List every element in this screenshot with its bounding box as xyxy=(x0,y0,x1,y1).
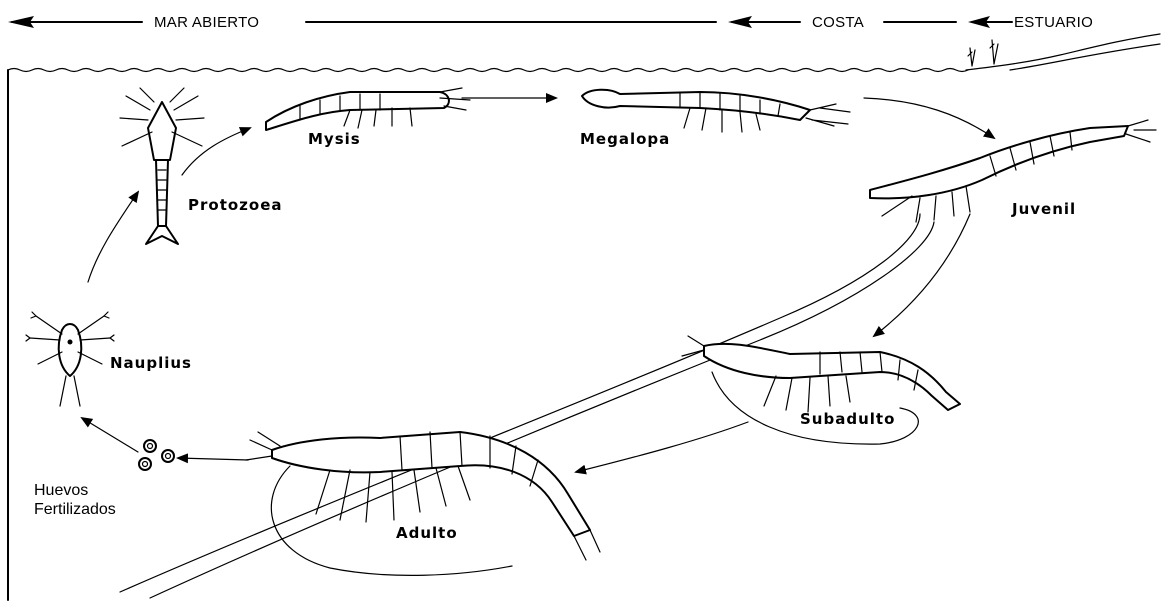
arrow-eggs-to-nauplius xyxy=(82,418,138,452)
subadult-shrimp: Subadulto xyxy=(682,336,960,444)
cycle-arrows xyxy=(82,98,994,598)
stage-label-nauplius: Nauplius xyxy=(110,354,192,372)
subadult-burrow xyxy=(712,372,918,444)
nauplius-icon xyxy=(26,312,114,406)
arrow-adulto-to-eggs xyxy=(178,458,248,460)
egg-icon xyxy=(139,440,174,470)
stage-label-megalopa: Megalopa xyxy=(580,130,670,148)
zone-open-sea-label: MAR ABIERTO xyxy=(154,14,259,31)
zone-header: MAR ABIERTO COSTA ESTUARIO xyxy=(8,14,1093,31)
arrow-juvenil-to-subadulto xyxy=(874,214,970,336)
adult-burrow xyxy=(271,466,512,575)
zone-coast-label: COSTA xyxy=(812,14,864,31)
stage-label-protozoea: Protozoea xyxy=(188,196,283,214)
shore-bank xyxy=(1010,44,1160,70)
sea-surface-line xyxy=(8,69,968,72)
protozoea-larva: Protozoea xyxy=(120,88,283,244)
arrow-subadulto-to-adulto xyxy=(576,422,748,472)
eggs-label-line1: Huevos xyxy=(34,482,88,499)
adult-shrimp: Adulto xyxy=(246,432,600,575)
stage-label-mysis: Mysis xyxy=(308,130,361,148)
migration-line-upper xyxy=(120,214,920,592)
eggs-label-line2: Fertilizados xyxy=(34,501,116,518)
mysis-larva: Mysis xyxy=(266,88,470,148)
stage-label-subadulto: Subadulto xyxy=(800,410,895,428)
juvenile-shrimp: Juvenil xyxy=(870,120,1156,222)
arrow-nauplius-to-protozoea xyxy=(88,192,138,282)
nauplius-larva: Nauplius xyxy=(26,312,192,406)
shoreline xyxy=(966,34,1160,70)
fertilized-eggs: Huevos Fertilizados xyxy=(34,440,174,518)
arrow-megalopa-to-juvenil xyxy=(864,98,994,138)
marsh-grass-icon xyxy=(968,40,998,66)
megalopa-icon xyxy=(582,90,850,132)
water-surface xyxy=(8,34,1160,600)
stage-label-juvenil: Juvenil xyxy=(1011,200,1076,218)
arrow-protozoea-to-mysis xyxy=(182,128,250,175)
subadult-icon xyxy=(682,336,960,412)
megalopa-larva: Megalopa xyxy=(580,90,850,148)
zone-estuary-label: ESTUARIO xyxy=(1014,14,1093,31)
stage-label-adulto: Adulto xyxy=(396,524,458,542)
protozoea-icon xyxy=(120,88,204,244)
mysis-icon xyxy=(266,88,470,130)
